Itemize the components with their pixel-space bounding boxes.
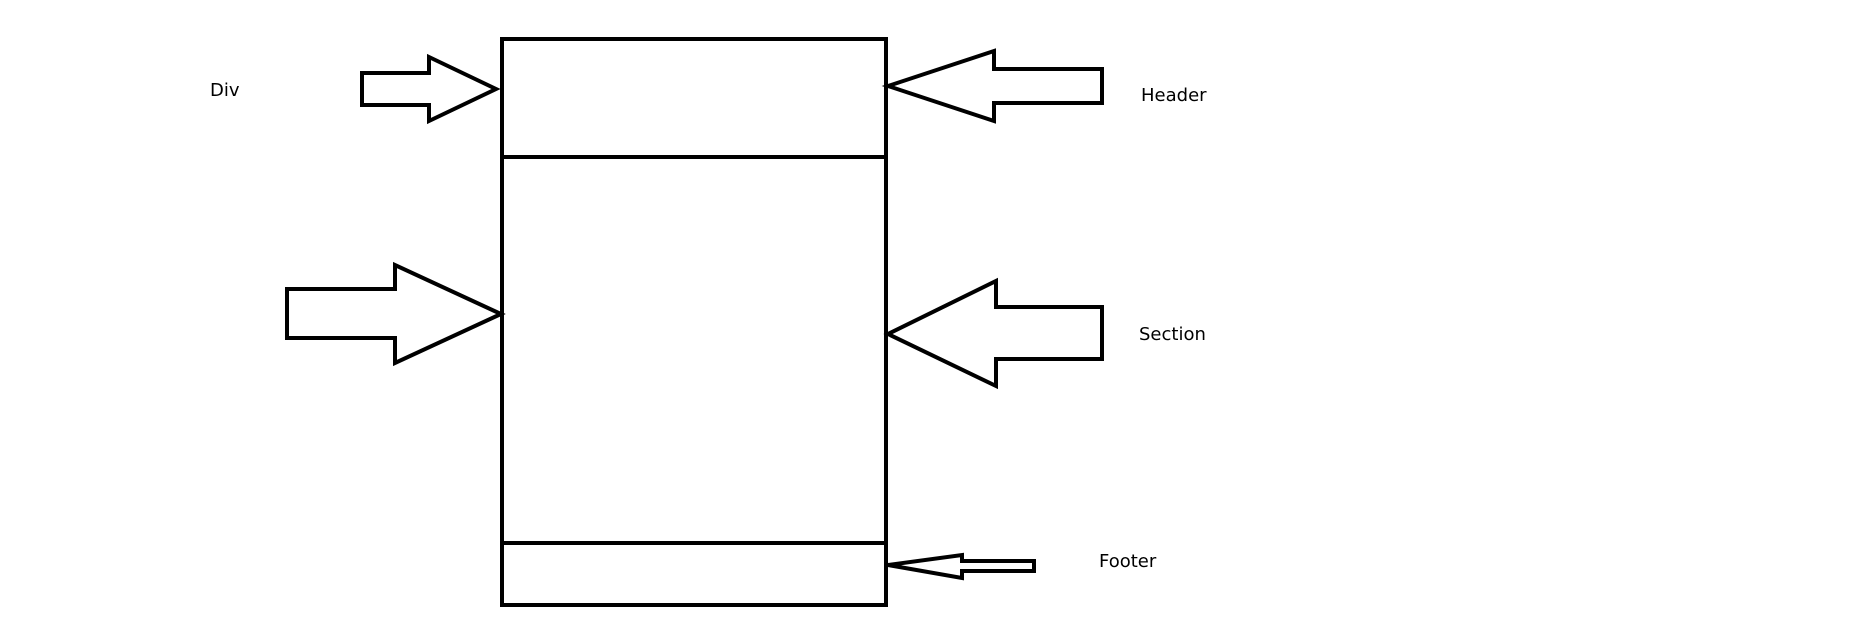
header-label: Header <box>1141 85 1207 106</box>
div-arrow-icon <box>360 53 501 125</box>
footer-arrow-icon <box>887 552 1036 581</box>
section-arrow-icon <box>883 277 1104 390</box>
header-arrow-icon <box>881 48 1104 124</box>
div-container-box <box>500 37 888 607</box>
section-label: Section <box>1139 324 1206 345</box>
footer-label: Footer <box>1099 551 1157 572</box>
div-side-arrow-icon <box>285 261 506 367</box>
div-label: Div <box>210 80 240 101</box>
